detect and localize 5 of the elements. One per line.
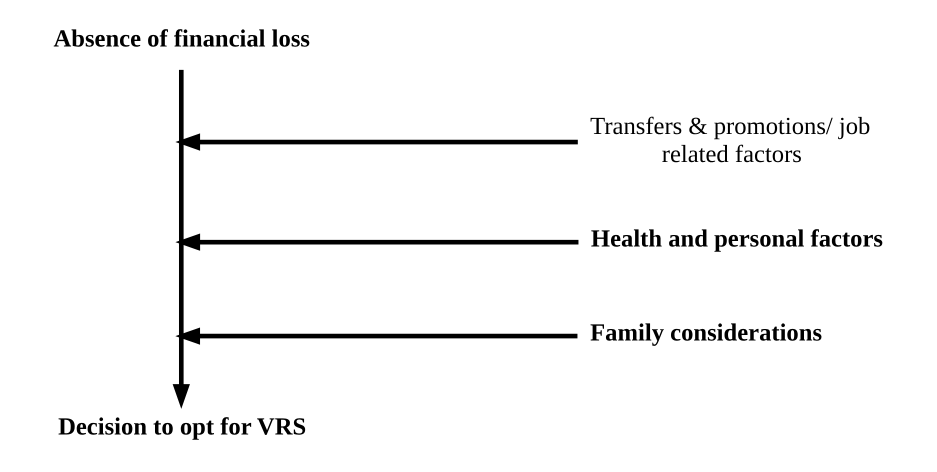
node-text: Decision to opt for VRS xyxy=(58,413,306,440)
node-text: Transfers & promotions/ job related factors xyxy=(590,113,870,168)
node-text: Health and personal factors xyxy=(590,225,884,252)
node-text: Absence of financial loss xyxy=(53,25,310,52)
node-text: Family considerations xyxy=(590,319,822,346)
